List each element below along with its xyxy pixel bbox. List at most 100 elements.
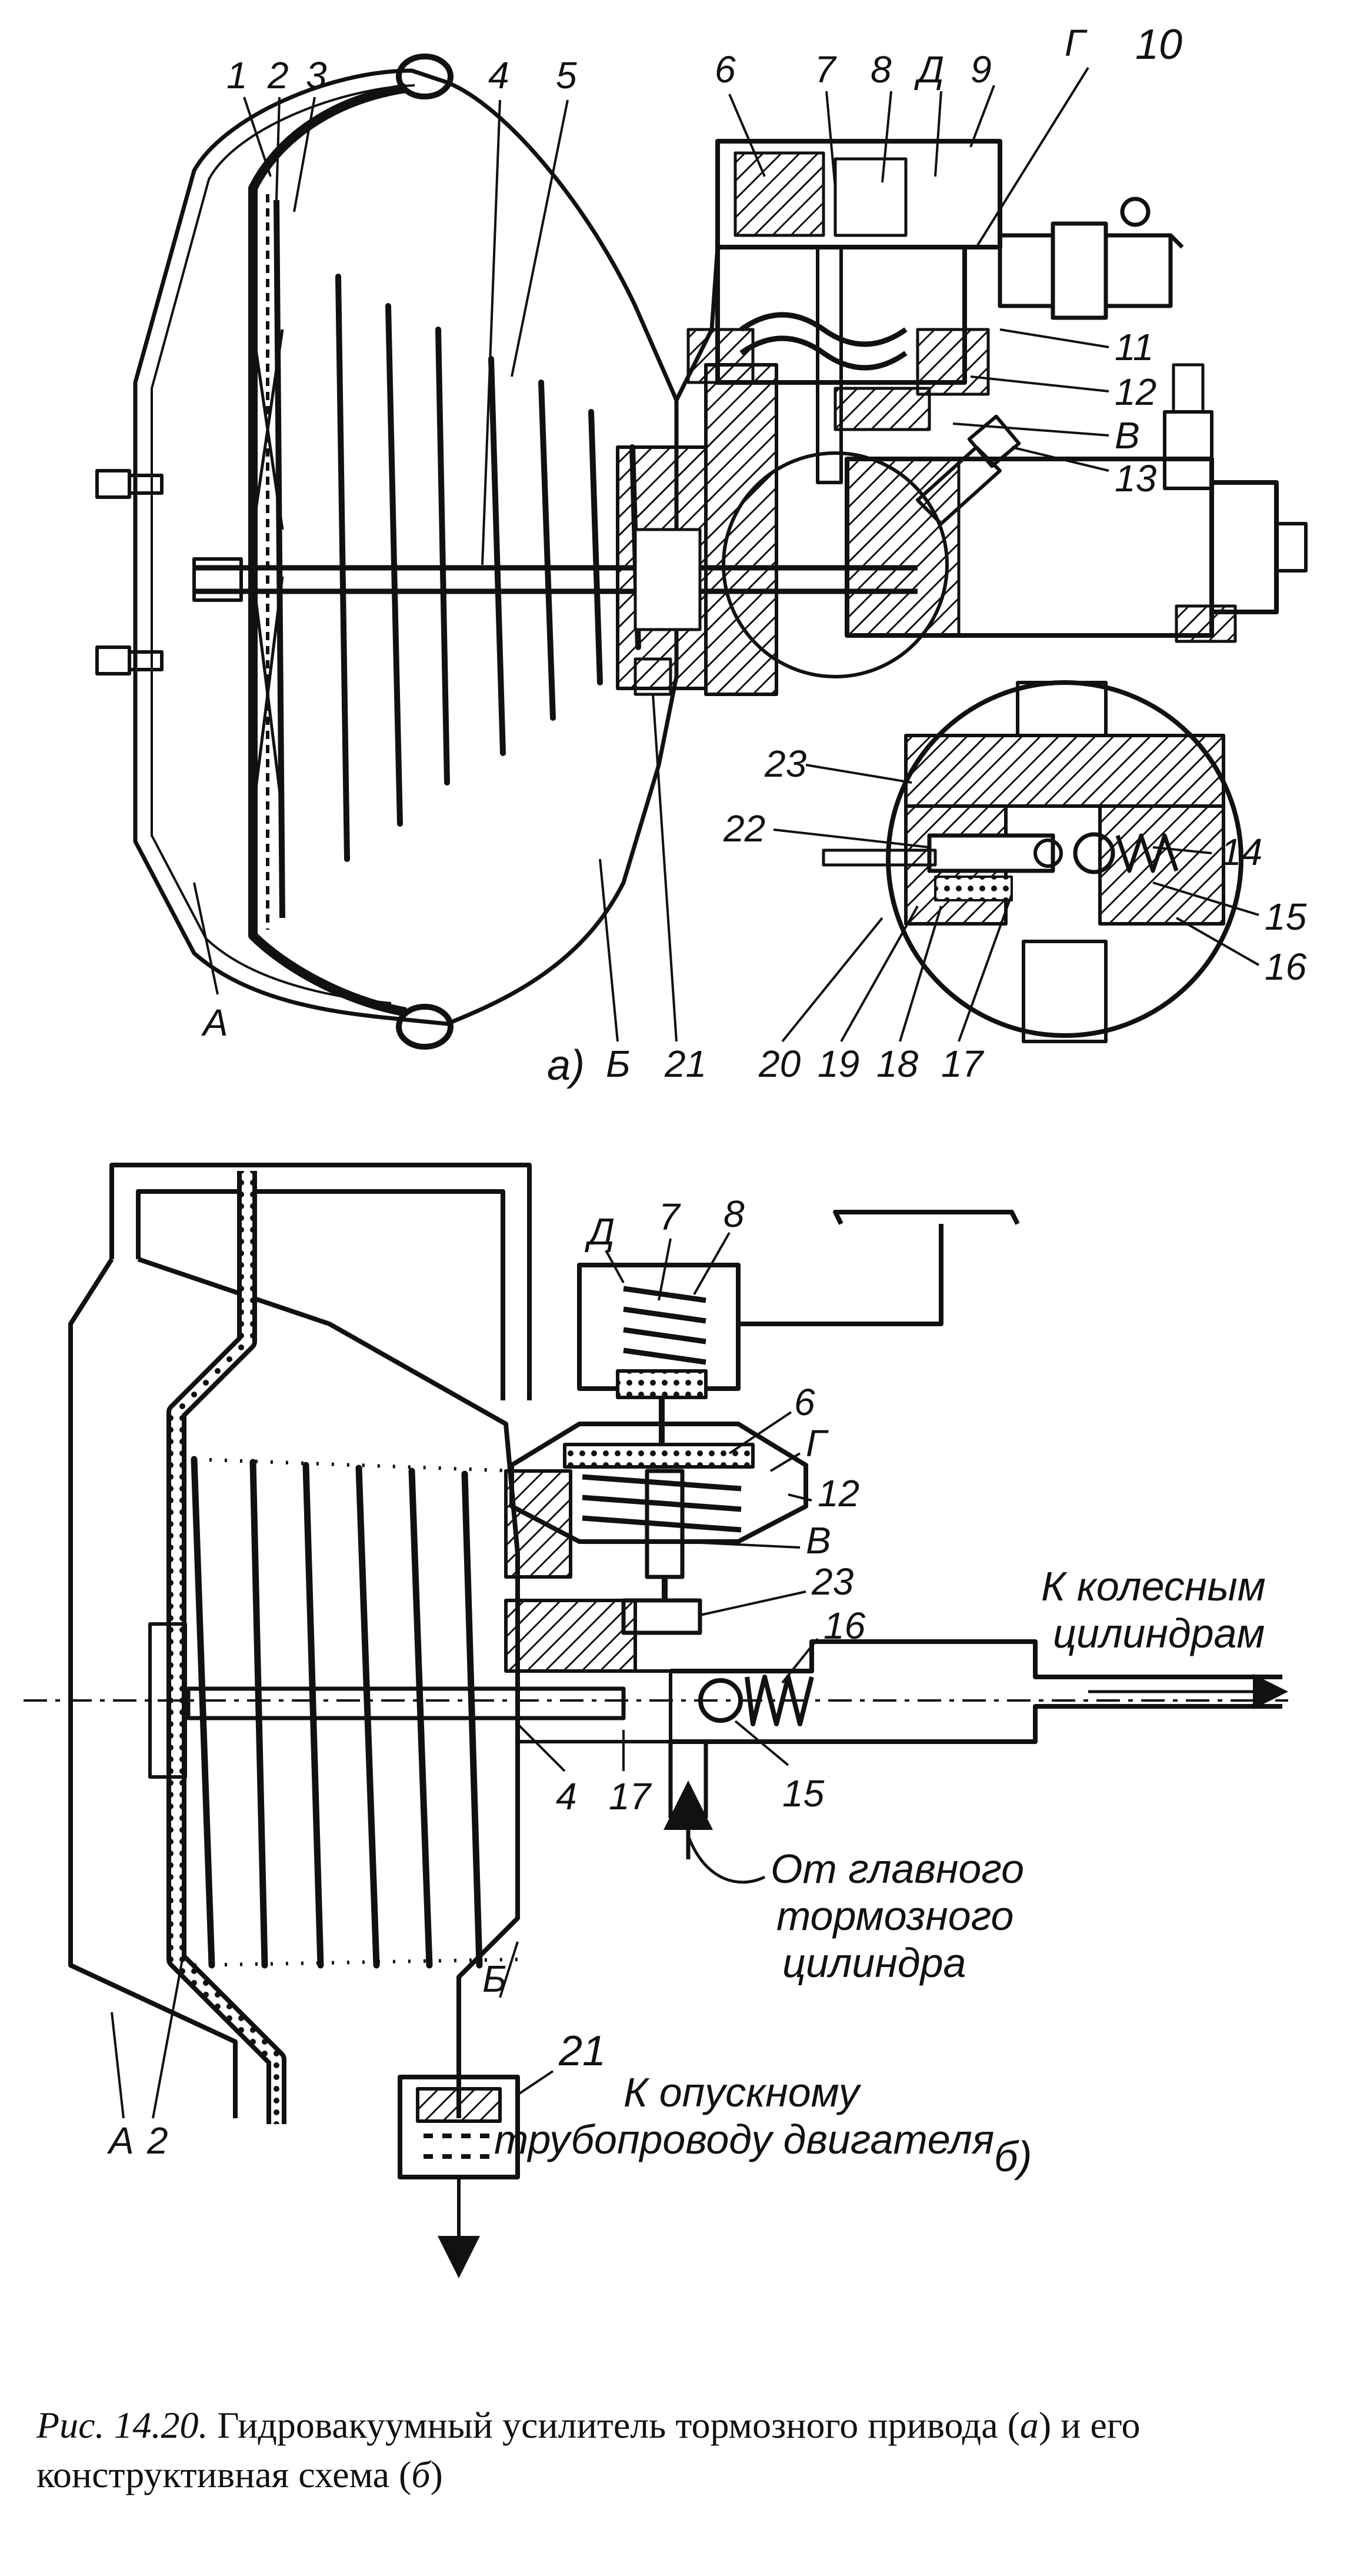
callout-2: 2 xyxy=(267,54,289,96)
callout-4: 4 xyxy=(488,54,509,96)
to-wheel-cylinders-line1: К колесным xyxy=(1041,1563,1266,1609)
callout-b-V: В xyxy=(806,1519,831,1562)
vacuum-chamber-housing-b-bottom xyxy=(69,1963,236,2044)
caption-prefix: Рис. 14.20. xyxy=(36,2404,208,2446)
figure-a-sectional-view xyxy=(95,54,1308,1050)
figure-b-labels: Д 7 8 6 Г 12 В 23 16 4 17 15 А 2 Б 21 К … xyxy=(106,1193,1266,2181)
diaphragm xyxy=(248,84,407,1017)
callout-b-7: 7 xyxy=(659,1196,681,1238)
callout-b-23: 23 xyxy=(811,1560,854,1603)
chamber-B-label: Б xyxy=(606,1043,631,1085)
from-master-cylinder-line1: От главного xyxy=(771,1846,1024,1892)
callout-19: 19 xyxy=(818,1043,859,1085)
callout-b-2: 2 xyxy=(146,2119,168,2162)
callout-20: 20 xyxy=(758,1043,801,1085)
piston-plate-b xyxy=(148,1622,187,1779)
figure-b-sublabel: б) xyxy=(994,2134,1032,2181)
housing-flange-top xyxy=(396,54,454,99)
callout-3: 3 xyxy=(306,54,327,96)
callout-16: 16 xyxy=(1265,946,1307,988)
piston-rod-b xyxy=(186,1686,626,1720)
from-master-cylinder-line3: цилиндра xyxy=(782,1940,966,1986)
callout-b-15: 15 xyxy=(782,1772,825,1815)
chamber-hub xyxy=(616,363,778,696)
vacuum-pipe-fitting xyxy=(998,197,1184,320)
piston-rod xyxy=(192,557,918,602)
rod-housing xyxy=(518,1669,672,1743)
callout-b-21: 21 xyxy=(558,2028,606,2075)
housing-flange-bottom xyxy=(396,1004,454,1050)
vacuum-chamber-housing-inner xyxy=(151,84,415,1004)
vacuum-line-chamber-a-inner xyxy=(136,1189,505,1400)
chamber-b-A-label: А xyxy=(106,2119,134,2162)
to-wheel-cylinders-line2: цилиндрам xyxy=(1053,1610,1265,1656)
inlet-leader xyxy=(686,1835,766,1884)
mounting-bolt xyxy=(95,469,164,675)
chamber-b-B-label: Б xyxy=(482,1958,507,2000)
diaphragm-spring xyxy=(582,1474,742,1533)
callout-b-12: 12 xyxy=(818,1472,859,1515)
check-valve-21-spring xyxy=(424,2134,494,2159)
check-spring-16 xyxy=(745,1675,814,1726)
figure-a-labels: 1 2 3 4 5 6 7 8 Д 9 Г 10 11 12 В 13 14 1… xyxy=(201,21,1307,1089)
callout-5: 5 xyxy=(556,54,577,96)
figure-a-sublabel: а) xyxy=(547,1042,585,1089)
chamber-G xyxy=(509,1422,808,1544)
chamber-A-label: А xyxy=(201,1001,228,1044)
bleed-fitting xyxy=(916,414,1021,525)
callout-8: 8 xyxy=(871,48,892,91)
callout-leaders xyxy=(193,66,1259,1043)
atmosphere-pipe xyxy=(738,1210,1020,1326)
diaphragm-6 xyxy=(563,1443,755,1469)
check-ball-15 xyxy=(698,1678,743,1723)
callout-D: Д xyxy=(914,48,944,91)
valve-detail-inset xyxy=(822,680,1243,1043)
hydraulic-line-out xyxy=(671,1639,1282,1744)
callout-7: 7 xyxy=(815,48,837,91)
caption-text-2: ) и его конструктивная схема ( xyxy=(36,2404,1141,2495)
callout-18: 18 xyxy=(876,1043,919,1085)
caption-text-1: Гидровакуумный усилитель тормозного прив… xyxy=(208,2404,1020,2446)
to-intake-manifold-line2: трубопроводу двигателя xyxy=(494,2116,994,2162)
vacuum-line-chamber-a xyxy=(109,1163,532,1400)
figure-b-schematic xyxy=(24,1163,1288,2278)
caption-b: б xyxy=(411,2454,431,2495)
callout-12: 12 xyxy=(1115,371,1156,413)
callout-14: 14 xyxy=(1221,831,1262,873)
callout-21: 21 xyxy=(664,1043,706,1085)
hydraulic-cylinder-body xyxy=(845,363,1308,643)
valve-seat-block xyxy=(504,1599,637,1673)
callout-10: 10 xyxy=(1135,21,1182,68)
diaphragm-b-core xyxy=(171,1171,282,2124)
caption-text-3: ) xyxy=(430,2454,443,2495)
callout-b-D: Д xyxy=(585,1210,615,1253)
figure-caption: Рис. 14.20. Гидровакуумный усилитель тор… xyxy=(36,2401,1342,2500)
check-valve-21-disc xyxy=(416,2087,502,2123)
callout-13: 13 xyxy=(1115,457,1157,500)
callout-11: 11 xyxy=(1115,326,1153,368)
callout-17: 17 xyxy=(941,1043,985,1085)
callout-b-G: Г xyxy=(806,1422,829,1465)
caption-a: а xyxy=(1019,2404,1039,2446)
callout-22: 22 xyxy=(723,807,765,850)
callout-b-6: 6 xyxy=(794,1381,815,1423)
air-valve-7 xyxy=(616,1369,708,1399)
callout-23: 23 xyxy=(764,743,807,785)
chamber-to-valve-wall xyxy=(674,247,720,401)
callout-1: 1 xyxy=(226,54,248,96)
callout-b-16: 16 xyxy=(823,1605,866,1647)
piston-strut xyxy=(251,329,284,530)
callout-15: 15 xyxy=(1265,896,1307,938)
callout-6: 6 xyxy=(715,48,736,91)
piston-strut xyxy=(251,576,284,813)
callout-leaders-b xyxy=(111,1232,819,2119)
callout-G: Г xyxy=(1065,22,1088,64)
vacuum-chamber-housing xyxy=(133,68,679,1026)
from-master-cylinder-line2: тормозного xyxy=(776,1893,1013,1939)
to-intake-manifold-line1: К опускному xyxy=(624,2069,862,2115)
callout-b-4: 4 xyxy=(556,1775,577,1818)
valve-23 xyxy=(621,1598,702,1635)
callout-V: В xyxy=(1115,414,1140,457)
return-spring-b xyxy=(191,1456,483,1969)
callout-b-8: 8 xyxy=(723,1193,745,1235)
